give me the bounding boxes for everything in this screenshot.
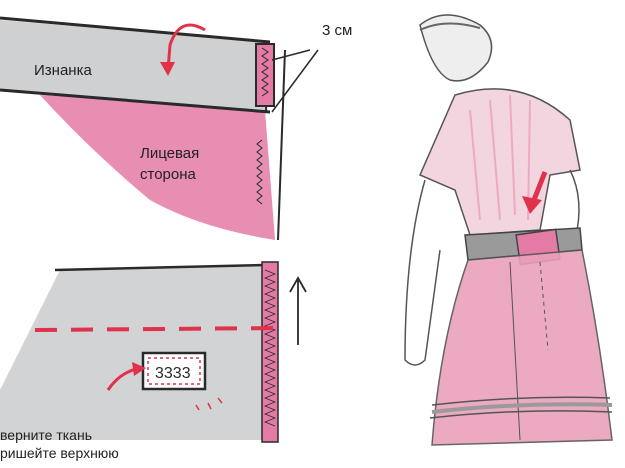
up-arrow-icon <box>290 278 306 345</box>
hem-grey-fabric <box>0 265 262 440</box>
caption-line2: ришейте верхнюю <box>0 444 119 462</box>
top-fabric-panel <box>0 18 318 240</box>
svg-text:3333: 3333 <box>155 365 191 382</box>
woman-figure <box>405 15 612 445</box>
measure-label: 3 см <box>322 22 352 40</box>
right-side-label-line2: сторона <box>140 166 196 184</box>
wrong-side-label: Изнанка <box>34 62 92 80</box>
folded-tab <box>256 44 274 106</box>
caption-line1: верните ткань <box>0 426 92 444</box>
bottom-fabric-panel: 3333 <box>0 262 306 442</box>
right-side-label-line1: Лицевая <box>140 145 199 163</box>
